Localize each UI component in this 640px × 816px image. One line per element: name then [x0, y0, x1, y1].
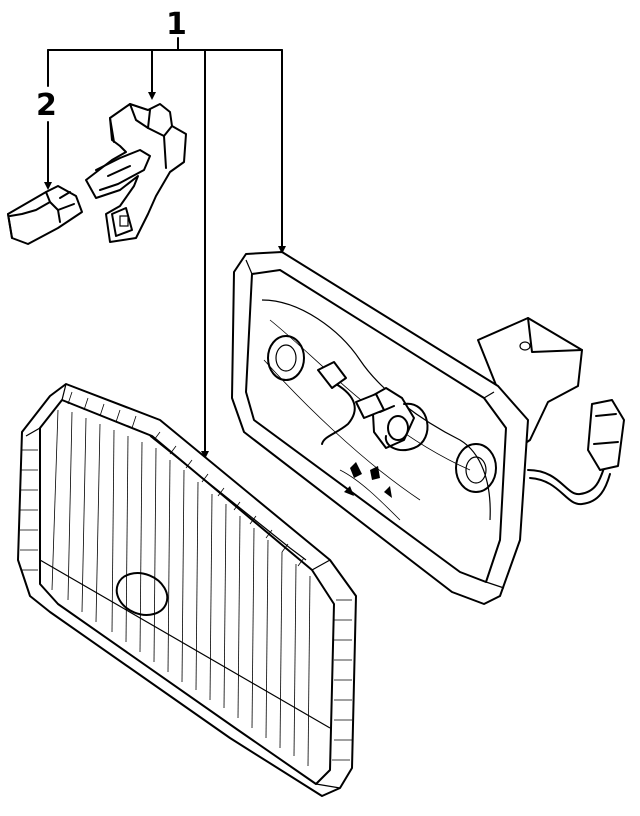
callout-2: 2 [36, 88, 57, 123]
lamp-housing [231, 251, 625, 605]
callout-1: 1 [166, 7, 187, 42]
leader-lines [44, 37, 286, 459]
lamp-clip-bracket [85, 103, 187, 243]
bulb-socket-part [7, 185, 83, 245]
lamp-lens [17, 383, 357, 797]
